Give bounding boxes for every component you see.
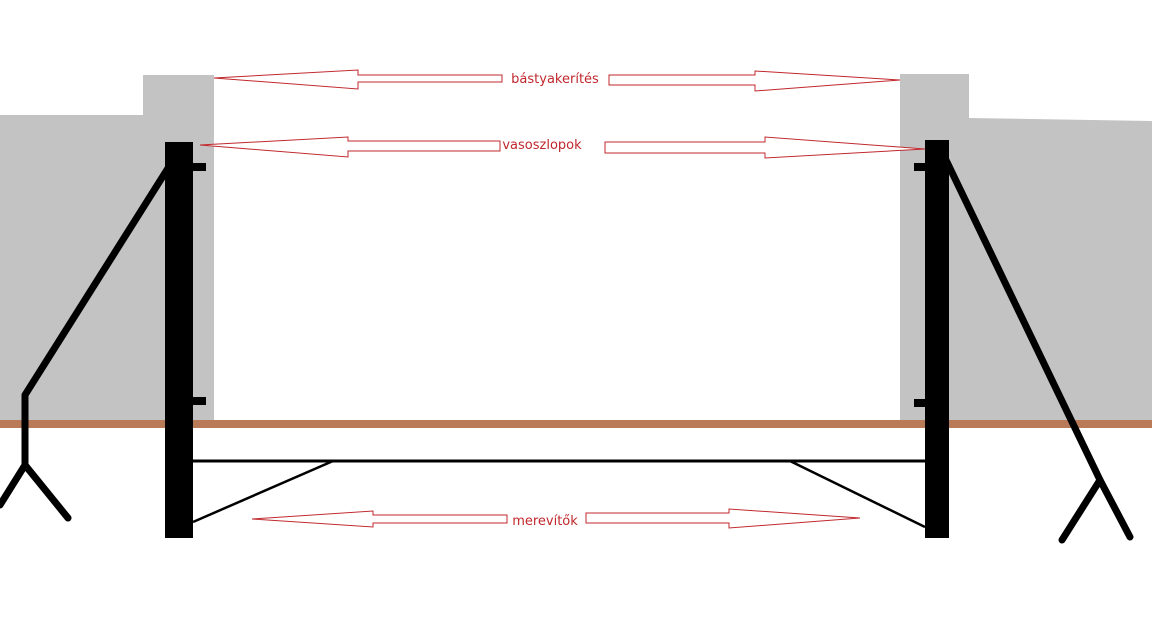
- wall-label: bástyakerítés: [511, 72, 599, 87]
- annotation-labels: bástyakerítés vasoszlopok merevítők: [502, 72, 599, 529]
- braces-arrow-right: [585, 508, 861, 529]
- ground-line: [0, 420, 1152, 428]
- right-diagonal-brace: [942, 156, 1104, 484]
- left-brace-foot: [0, 461, 72, 522]
- wall-arrow-right: [608, 70, 901, 92]
- right-diagonal-stiffener: [789, 459, 926, 529]
- left-wall: [0, 75, 214, 420]
- posts-arrow-right: [604, 136, 926, 159]
- right-wall: [900, 74, 1152, 420]
- right-post-bracket-top: [914, 163, 928, 171]
- wall-arrow-left: [213, 69, 503, 90]
- braces-label: merevítők: [512, 514, 578, 529]
- right-steel-post: [925, 140, 949, 538]
- left-steel-post: [165, 142, 193, 538]
- annotation-arrows: [199, 69, 926, 529]
- posts-label: vasoszlopok: [502, 138, 582, 153]
- left-post-bracket-top: [190, 163, 206, 171]
- right-post-bracket-bottom: [914, 399, 928, 407]
- left-post-bracket-bottom: [190, 397, 206, 405]
- wall-sections: [0, 74, 1152, 420]
- right-post-assembly: [914, 140, 1134, 544]
- bottom-stiffeners: [192, 459, 926, 529]
- left-post-assembly: [0, 142, 206, 538]
- posts-arrow-left: [199, 136, 501, 158]
- braces-arrow-left: [251, 510, 508, 528]
- right-brace-foot: [1058, 476, 1134, 544]
- left-diagonal-brace: [21, 161, 174, 469]
- left-diagonal-stiffener: [192, 459, 334, 524]
